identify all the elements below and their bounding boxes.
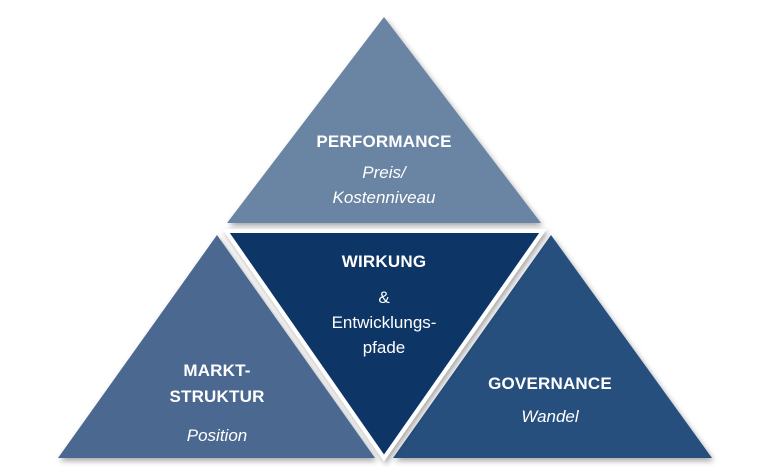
marktstruktur-title: MARKT- STRUKTUR xyxy=(169,361,265,406)
wirkung-title: WIRKUNG xyxy=(341,252,427,271)
left-triangle xyxy=(58,235,375,458)
performance-subtitle: Preis/ Kostenniveau xyxy=(332,163,436,207)
performance-title: PERFORMANCE xyxy=(316,132,452,151)
marktstruktur-subtitle: Position xyxy=(186,426,248,445)
top-triangle xyxy=(227,17,541,223)
right-triangle xyxy=(393,235,712,458)
wirkung-ampersand: & xyxy=(378,288,390,307)
wirkung-line1: Entwicklungs- xyxy=(331,313,437,332)
wirkung-line2: pfade xyxy=(362,338,406,357)
governance-subtitle: Wandel xyxy=(521,407,579,426)
center-triangle xyxy=(222,229,547,462)
governance-title: GOVERNANCE xyxy=(488,374,612,393)
